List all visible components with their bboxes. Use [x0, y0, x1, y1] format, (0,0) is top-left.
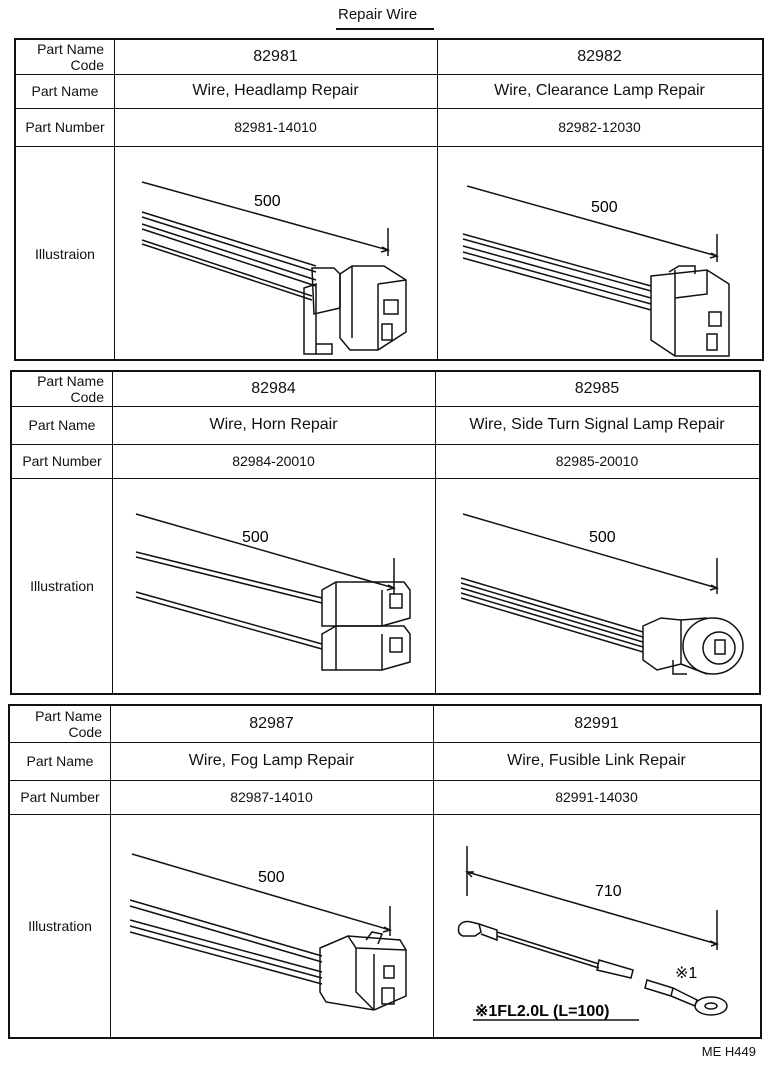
- label-illustration: Illustration: [30, 577, 94, 594]
- part-number: 82982-12030: [558, 119, 641, 135]
- part-number: 82981-14010: [234, 119, 317, 135]
- label-text: Part Name Code: [37, 373, 104, 405]
- title-underline: [336, 28, 434, 30]
- part-code: 82991: [574, 715, 619, 732]
- label-part-name: Part Name: [26, 753, 94, 769]
- document-code: ME H449: [701, 1044, 756, 1059]
- part-number: 82991-14030: [555, 789, 638, 805]
- headlamp-wire-illustration: 500: [116, 148, 436, 359]
- wire-drawing: 500: [460, 513, 744, 675]
- dimension-label: 500: [589, 529, 616, 546]
- part-table-1: Part Name Code Part Name Part Number Ill…: [14, 38, 764, 361]
- part-name: Wire, Side Turn Signal Lamp Repair: [469, 416, 725, 433]
- label-illustration: Illustration: [28, 917, 92, 934]
- dimension-label: 500: [242, 529, 269, 546]
- label-part-name: Part Name: [31, 83, 99, 99]
- label-part-number: Part Number: [25, 119, 105, 135]
- wire-drawing: 500: [141, 181, 407, 355]
- label-illustration: Illustraion: [35, 245, 95, 262]
- clearance-lamp-wire-illustration: 500: [439, 148, 762, 359]
- dimension-label: 500: [591, 199, 618, 216]
- label-part-name-code: Part Name Code: [10, 706, 110, 742]
- wire-drawing: 500: [462, 185, 730, 357]
- part-code: 82987: [249, 715, 294, 732]
- fusible-link-wire-illustration: 710 ※1 ※1FL2.0L (L=100): [435, 816, 760, 1037]
- page-title: Repair Wire: [338, 6, 418, 23]
- label-part-number: Part Number: [20, 789, 100, 805]
- label-part-name-code: Part Name Code: [12, 372, 112, 406]
- part-name: Wire, Horn Repair: [209, 416, 338, 433]
- horn-wire-illustration: 500: [114, 480, 434, 693]
- label-part-number: Part Number: [22, 453, 102, 469]
- label-part-name-code: Part Name Code: [16, 40, 114, 74]
- part-table-2: Part Name Code Part Name Part Number Ill…: [10, 370, 761, 695]
- dimension-label: 500: [254, 193, 281, 210]
- part-number: 82987-14010: [230, 789, 313, 805]
- part-code: 82982: [577, 48, 622, 65]
- fog-lamp-wire-illustration: 500: [112, 816, 432, 1037]
- part-number: 82984-20010: [232, 453, 315, 469]
- dimension-label: 710: [595, 883, 622, 900]
- part-code: 82985: [574, 380, 620, 397]
- wire-drawing: 500: [129, 853, 407, 1011]
- part-name: Wire, Fusible Link Repair: [507, 752, 686, 769]
- dimension-label: 500: [258, 869, 285, 886]
- side-turn-signal-wire-illustration: 500: [437, 480, 759, 693]
- note-marker: ※1: [675, 965, 697, 982]
- part-code: 82981: [253, 48, 298, 65]
- part-name: Wire, Clearance Lamp Repair: [494, 82, 705, 99]
- wire-drawing: 500: [135, 513, 411, 671]
- part-name: Wire, Headlamp Repair: [192, 82, 359, 99]
- part-code: 82984: [251, 380, 296, 397]
- fusible-link-note: ※1FL2.0L (L=100): [475, 1003, 610, 1020]
- label-text: Part Name Code: [37, 41, 104, 73]
- part-table-3: Part Name Code Part Name Part Number Ill…: [8, 704, 762, 1039]
- part-name: Wire, Fog Lamp Repair: [188, 752, 355, 769]
- label-text: Part Name Code: [35, 708, 102, 740]
- part-number: 82985-20010: [555, 453, 639, 469]
- wire-drawing: 710 ※1 ※1FL2.0L (L=100): [457, 846, 728, 1021]
- label-part-name: Part Name: [28, 417, 96, 433]
